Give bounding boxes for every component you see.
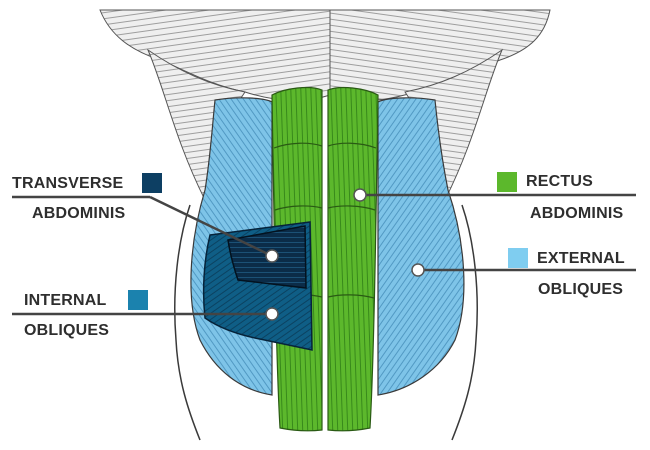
transverse-label-line1: TRANSVERSE (12, 175, 124, 192)
external-label-line1: EXTERNAL (537, 250, 625, 267)
body-outline (174, 204, 478, 441)
internal-label-line1: INTERNAL (24, 292, 107, 309)
transverse-color-swatch (142, 173, 162, 193)
external-label-line2: OBLIQUES (538, 281, 624, 298)
rectus-label-line1: RECTUS (526, 173, 593, 190)
rectus-color-swatch (497, 172, 517, 192)
pointer-dots (265, 188, 425, 321)
transverse-label-line2: ABDOMINIS (32, 205, 126, 222)
internal-label-line2: OBLIQUES (24, 322, 110, 339)
rectus-label-line2: ABDOMINIS (530, 205, 624, 222)
internal-pointer-dot (265, 307, 279, 321)
rectus-pointer-dot (353, 188, 367, 202)
leader-lines (12, 193, 636, 316)
internal-color-swatch (128, 290, 148, 310)
chest-muscles (99, 9, 551, 206)
transverse-pointer-dot (265, 249, 279, 263)
external-color-swatch (508, 248, 528, 268)
external-pointer-dot (411, 263, 425, 277)
